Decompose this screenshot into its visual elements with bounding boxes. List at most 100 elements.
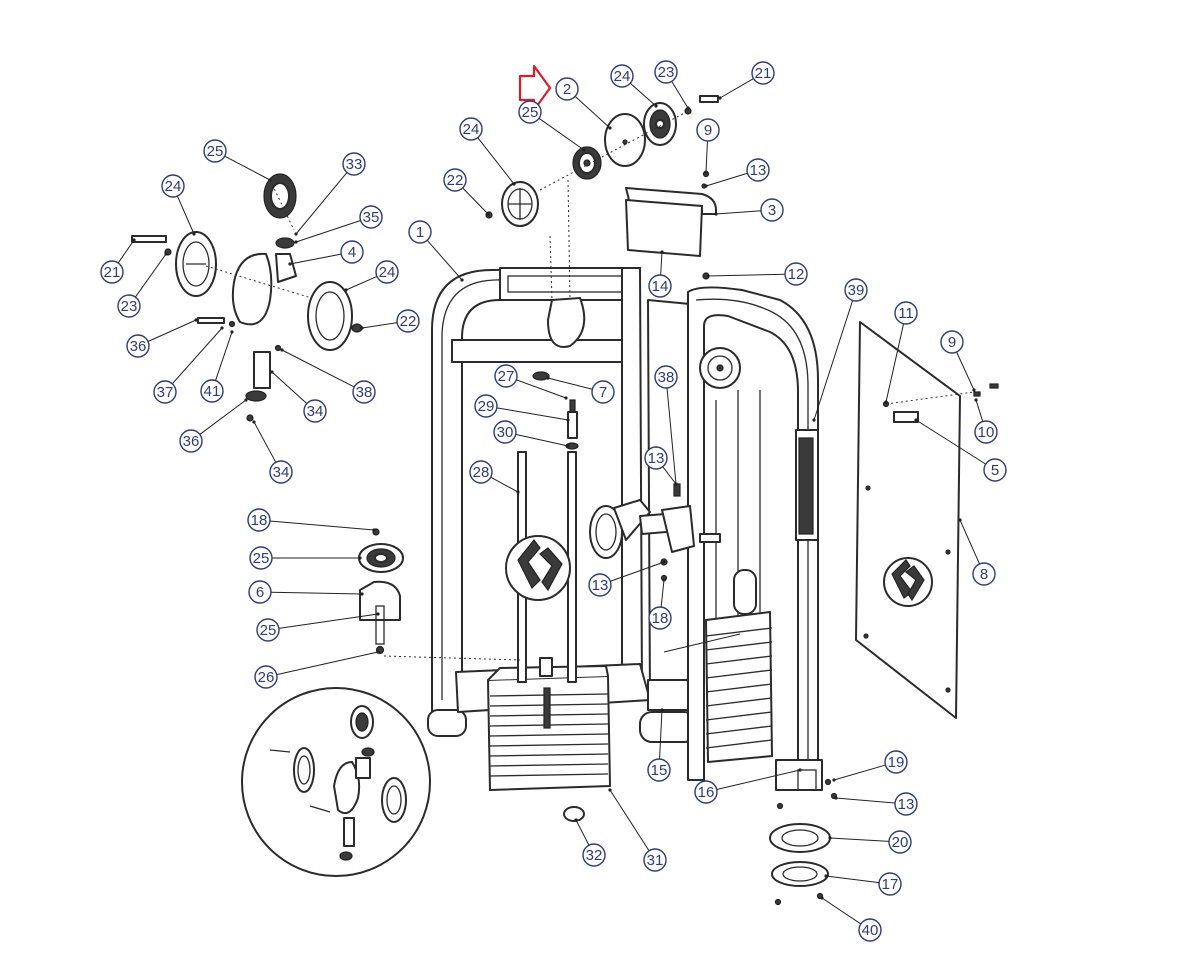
callout-ring — [248, 580, 272, 604]
callout-number: 7 — [599, 384, 607, 401]
callout-number: 8 — [980, 566, 988, 583]
callout-leader-7 — [547, 377, 593, 390]
callout-leader-9 — [956, 351, 975, 391]
callout-number: 13 — [750, 162, 767, 179]
callout-leader-13 — [705, 172, 748, 187]
callout-leader-26 — [276, 651, 379, 676]
callout-ring — [648, 274, 672, 298]
callout-leader-10 — [975, 399, 984, 422]
callout-ring — [493, 420, 517, 444]
callout-ring — [648, 606, 672, 630]
callout-leader-21 — [719, 78, 754, 99]
callout-number: 23 — [658, 64, 675, 81]
callout-number: 16 — [698, 784, 715, 801]
callout-leader-36 — [147, 319, 197, 342]
callout-leader-29 — [496, 407, 569, 421]
callout-number: 24 — [165, 178, 182, 195]
callout-leader-dot — [294, 240, 298, 244]
callout-leader-dot — [660, 708, 664, 712]
callout-number: 19 — [888, 754, 905, 771]
callout-22: 22 — [443, 168, 467, 192]
callout-leader-dot — [608, 788, 612, 792]
callout-ring — [100, 260, 124, 284]
floating-pulley-assembly — [358, 528, 521, 661]
frame-foot-right — [775, 759, 823, 791]
callout-leader-4 — [289, 253, 342, 265]
callout-leader-dot — [294, 232, 298, 236]
side-shroud-panel — [855, 321, 999, 719]
callout-leader-6 — [270, 591, 363, 595]
callout-leader-22 — [462, 187, 489, 215]
callout-leader-20 — [829, 837, 890, 842]
callout-24: 24 — [161, 174, 185, 198]
callout-ring — [555, 77, 579, 101]
callout-leader-1 — [426, 239, 463, 281]
callout-6: 6 — [248, 580, 272, 604]
callout-leader-dot — [834, 796, 838, 800]
callout-number: 15 — [651, 762, 668, 779]
callout-leader-25 — [278, 613, 379, 629]
callout-leader-dot — [608, 126, 612, 130]
callout-34: 34 — [303, 399, 327, 423]
callout-number: 9 — [704, 122, 712, 139]
callout-leader-dot — [252, 420, 256, 424]
callout-number: 29 — [478, 398, 495, 415]
callout-leader-dot — [828, 836, 832, 840]
callout-leader-dot — [566, 444, 570, 448]
callout-leader-dot — [512, 182, 516, 186]
callout-number: 23 — [121, 298, 138, 315]
callout-leader-11 — [885, 323, 905, 403]
callout-41: 41 — [200, 379, 224, 403]
callout-10: 10 — [974, 420, 998, 444]
callout-26: 26 — [254, 665, 278, 689]
swivel-pulley-assembly-left — [131, 173, 363, 422]
callout-ring — [256, 618, 280, 642]
callout-number: 14 — [652, 278, 669, 295]
callout-number: 21 — [755, 65, 772, 82]
callout-number: 40 — [862, 922, 879, 939]
callout-leader-28 — [490, 476, 519, 493]
part-callouts: 1234567899101112131313131415161718181920… — [100, 60, 1007, 942]
callout-ring — [518, 100, 542, 124]
callout-number: 13 — [898, 796, 915, 813]
callout-2: 2 — [555, 77, 579, 101]
callout-leader-dot — [958, 518, 962, 522]
weight-stack-rear — [663, 569, 773, 763]
callout-leader-30 — [515, 433, 569, 447]
callout-5: 5 — [983, 458, 1007, 482]
callout-ring — [844, 278, 868, 302]
swivel-pulley-carriage — [589, 483, 721, 582]
callout-leader-dot — [164, 252, 168, 256]
callout-leader-dot — [974, 398, 978, 402]
callout-1: 1 — [408, 220, 432, 244]
callout-leader-dot — [192, 232, 196, 236]
callout-ring — [200, 379, 224, 403]
callout-ring — [940, 330, 964, 354]
callout-number: 25 — [207, 143, 224, 160]
callout-ring — [591, 380, 615, 404]
callout-25: 25 — [518, 100, 542, 124]
callout-leader-dot — [244, 398, 248, 402]
callout-leader-dot — [706, 274, 710, 278]
callout-34: 34 — [269, 460, 293, 484]
callout-leader-40 — [821, 897, 862, 925]
callout-leader-dot — [460, 278, 464, 282]
callout-leader-32 — [575, 819, 590, 846]
callout-leader-dot — [824, 874, 828, 878]
callout-leader-36 — [199, 399, 247, 435]
callout-leader-dot — [194, 318, 198, 322]
callout-leader-18 — [660, 579, 665, 608]
top-pulley-assembly — [485, 95, 719, 301]
callout-leader-31 — [609, 789, 650, 852]
callout-leader-dot — [288, 262, 292, 266]
callout-number: 2 — [563, 81, 571, 98]
callout-39: 39 — [844, 278, 868, 302]
callout-number: 6 — [256, 584, 264, 601]
callout-ring — [878, 872, 902, 896]
callout-number: 28 — [473, 464, 490, 481]
callout-ring — [203, 139, 227, 163]
callout-ring — [654, 60, 678, 84]
callout-leader-dot — [718, 96, 722, 100]
callout-leader-13 — [610, 561, 665, 582]
callout-18: 18 — [247, 508, 271, 532]
